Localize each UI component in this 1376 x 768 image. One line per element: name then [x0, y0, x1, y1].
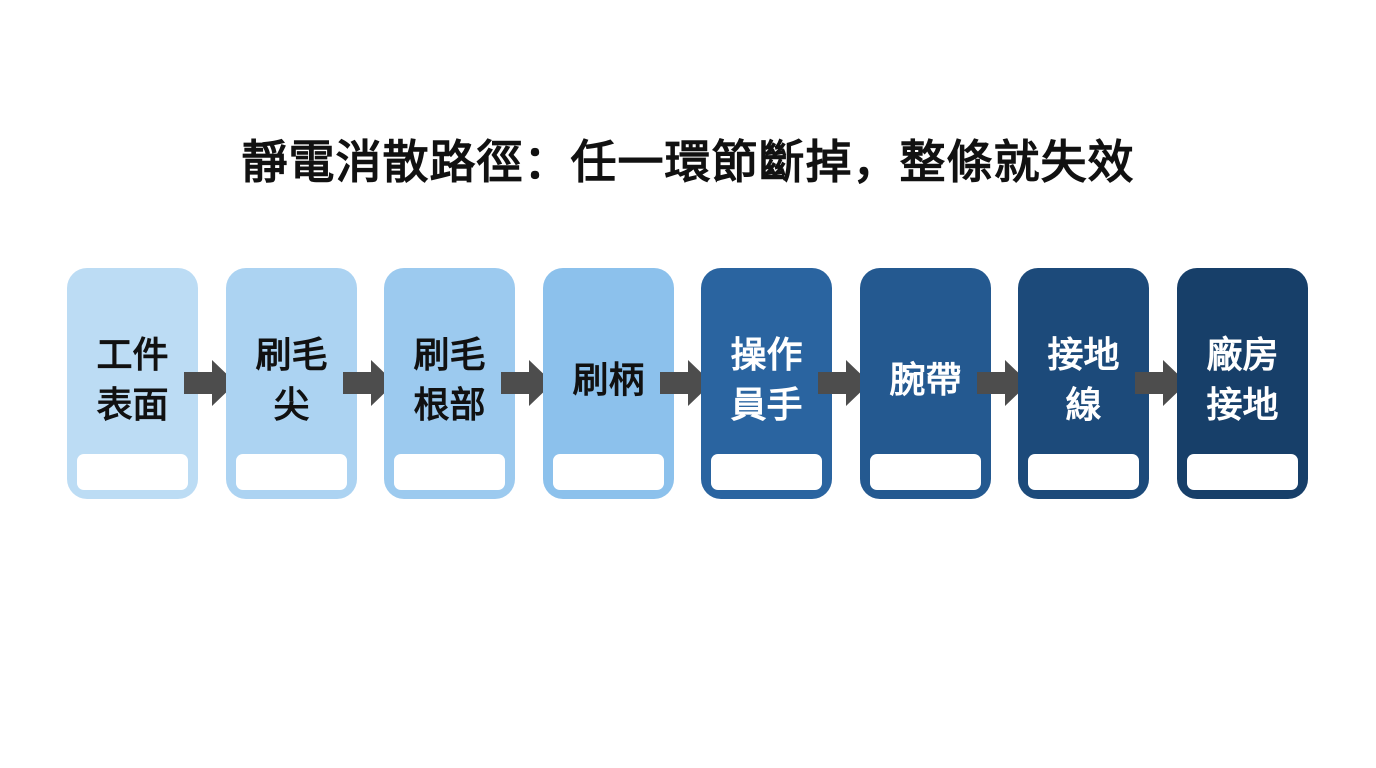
- step-label-7: 接地 線: [1047, 335, 1120, 426]
- step-blank-box-1: [77, 454, 188, 490]
- step-card-7: 接地 線: [1018, 268, 1149, 499]
- step-card-2: 刷毛 尖: [226, 268, 357, 499]
- step-card-5: 操作 員手: [701, 268, 832, 499]
- step-card-8: 廠房 接地: [1177, 268, 1308, 499]
- arrow-right-icon: [818, 360, 870, 406]
- diagram-title: 靜電消散路徑：任一環節斷掉，整條就失效: [241, 135, 1135, 189]
- step-blank-box-8: [1187, 454, 1298, 490]
- arrow-right-icon: [1135, 360, 1187, 406]
- arrow-right-icon: [343, 360, 395, 406]
- step-card-6: 腕帶: [860, 268, 991, 499]
- step-blank-box-6: [870, 454, 981, 490]
- step-label-2: 刷毛 尖: [255, 335, 328, 426]
- step-card-1: 工件 表面: [67, 268, 198, 499]
- step-blank-box-3: [394, 454, 505, 490]
- step-card-4: 刷柄: [543, 268, 674, 499]
- step-label-6: 腕帶: [889, 360, 962, 401]
- step-blank-box-7: [1028, 454, 1139, 490]
- arrow-right-icon: [501, 360, 553, 406]
- step-label-3: 刷毛 根部: [413, 335, 486, 426]
- step-blank-box-5: [711, 454, 822, 490]
- step-label-1: 工件 表面: [96, 335, 169, 426]
- step-card-3: 刷毛 根部: [384, 268, 515, 499]
- step-label-4: 刷柄: [572, 360, 645, 401]
- arrow-right-icon: [977, 360, 1029, 406]
- arrow-right-icon: [660, 360, 712, 406]
- step-label-5: 操作 員手: [730, 335, 803, 426]
- arrow-right-icon: [184, 360, 236, 406]
- step-blank-box-2: [236, 454, 347, 490]
- step-blank-box-4: [553, 454, 664, 490]
- step-label-8: 廠房 接地: [1206, 335, 1279, 426]
